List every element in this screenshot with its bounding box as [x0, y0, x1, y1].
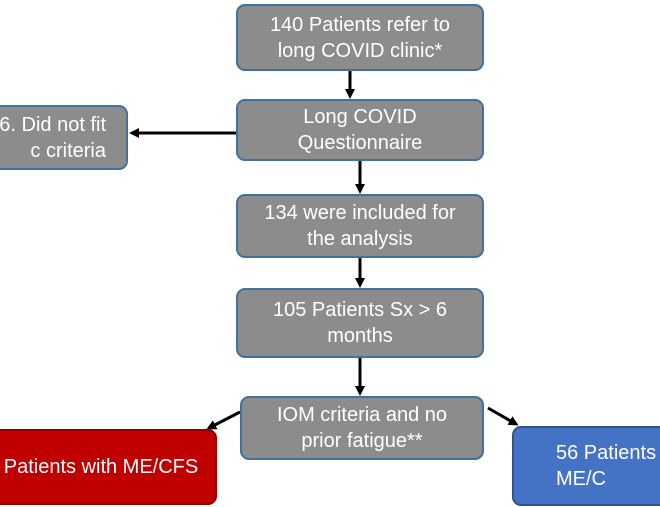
arrow-iom-to-mecfs — [206, 410, 241, 430]
not-mecfs-box: 56 Patients ME/C — [512, 426, 660, 506]
referred-patients-text: 140 Patients refer to long COVID clinic* — [269, 13, 451, 62]
excluded-box: 6. Did not fit c criteria — [0, 105, 128, 170]
iom-criteria-text: IOM criteria and no prior fatigue** — [276, 404, 448, 452]
included-box: 134 were included for the analysis — [236, 194, 484, 258]
mecfs-text: Patients with ME/CFS — [3, 456, 199, 478]
questionnaire-text: Long COVID Questionnaire — [297, 106, 423, 154]
iom-criteria-box: IOM criteria and no prior fatigue** — [240, 396, 484, 460]
symptom-duration-text: 105 Patients Sx > 6 months — [272, 299, 447, 347]
arrow-iom-to-not-mecfs — [487, 406, 519, 426]
not-mecfs-text: 56 Patients ME/C — [556, 442, 657, 490]
included-text: 134 were included for the analysis — [264, 202, 456, 250]
symptom-duration-box: 105 Patients Sx > 6 months — [236, 288, 484, 358]
excluded-text: 6. Did not fit c criteria — [0, 113, 106, 162]
mecfs-box: Patients with ME/CFS — [0, 429, 217, 505]
referred-patients-box: 140 Patients refer to long COVID clinic* — [236, 4, 484, 71]
questionnaire-box: Long COVID Questionnaire — [236, 99, 484, 161]
